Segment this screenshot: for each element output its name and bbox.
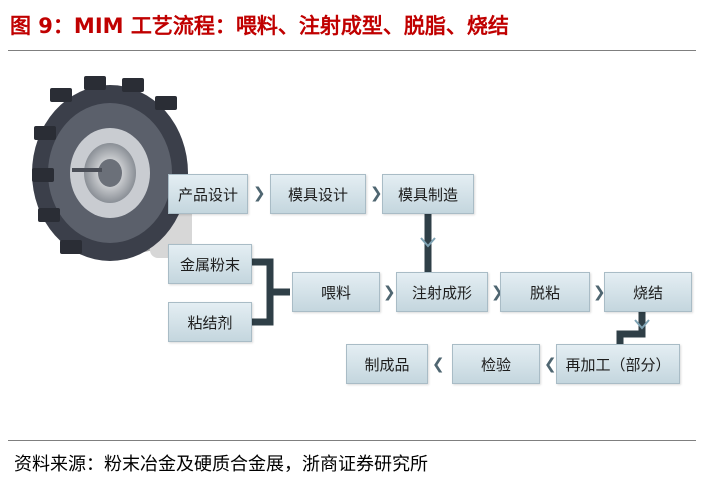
step-inspection: 检验: [452, 344, 540, 384]
chevron-left-icon: ❮: [432, 355, 445, 373]
connector-powder-to-feedstock: [252, 258, 290, 296]
step-mold-making: 模具制造: [382, 174, 474, 214]
mim-part-image: [32, 76, 192, 261]
source-note: 资料来源：粉末冶金及硬质合金展，浙商证券研究所: [14, 454, 428, 475]
step-product-design: 产品设计: [168, 174, 248, 214]
connector-sinter-to-reprocess: [616, 312, 646, 346]
top-divider: [8, 50, 696, 51]
step-metal-powder: 金属粉末: [168, 244, 252, 284]
step-sintering: 烧结: [604, 272, 692, 312]
step-binder: 粘结剂: [168, 302, 252, 342]
flow-chevron: [634, 319, 650, 330]
connector-binder: [252, 292, 274, 326]
step-mold-design: 模具设计: [270, 174, 366, 214]
step-debinding: 脱粘: [500, 272, 590, 312]
bottom-divider: [8, 440, 696, 441]
chevron-right-icon: ❯: [253, 184, 266, 202]
step-reprocessing: 再加工（部分）: [556, 344, 680, 384]
chevron-left-icon: ❮: [544, 355, 557, 373]
step-finished-product: 制成品: [346, 344, 428, 384]
chevron-right-icon: ❯: [383, 283, 396, 301]
figure-title: 图 9：MIM 工艺流程：喂料、注射成型、脱脂、烧结: [10, 14, 509, 38]
step-feedstock: 喂料: [292, 272, 380, 312]
chevron-right-icon: ❯: [593, 283, 606, 301]
flow-chevron: [420, 237, 436, 248]
chevron-right-icon: ❯: [370, 184, 383, 202]
step-injection-molding: 注射成形: [396, 272, 488, 312]
